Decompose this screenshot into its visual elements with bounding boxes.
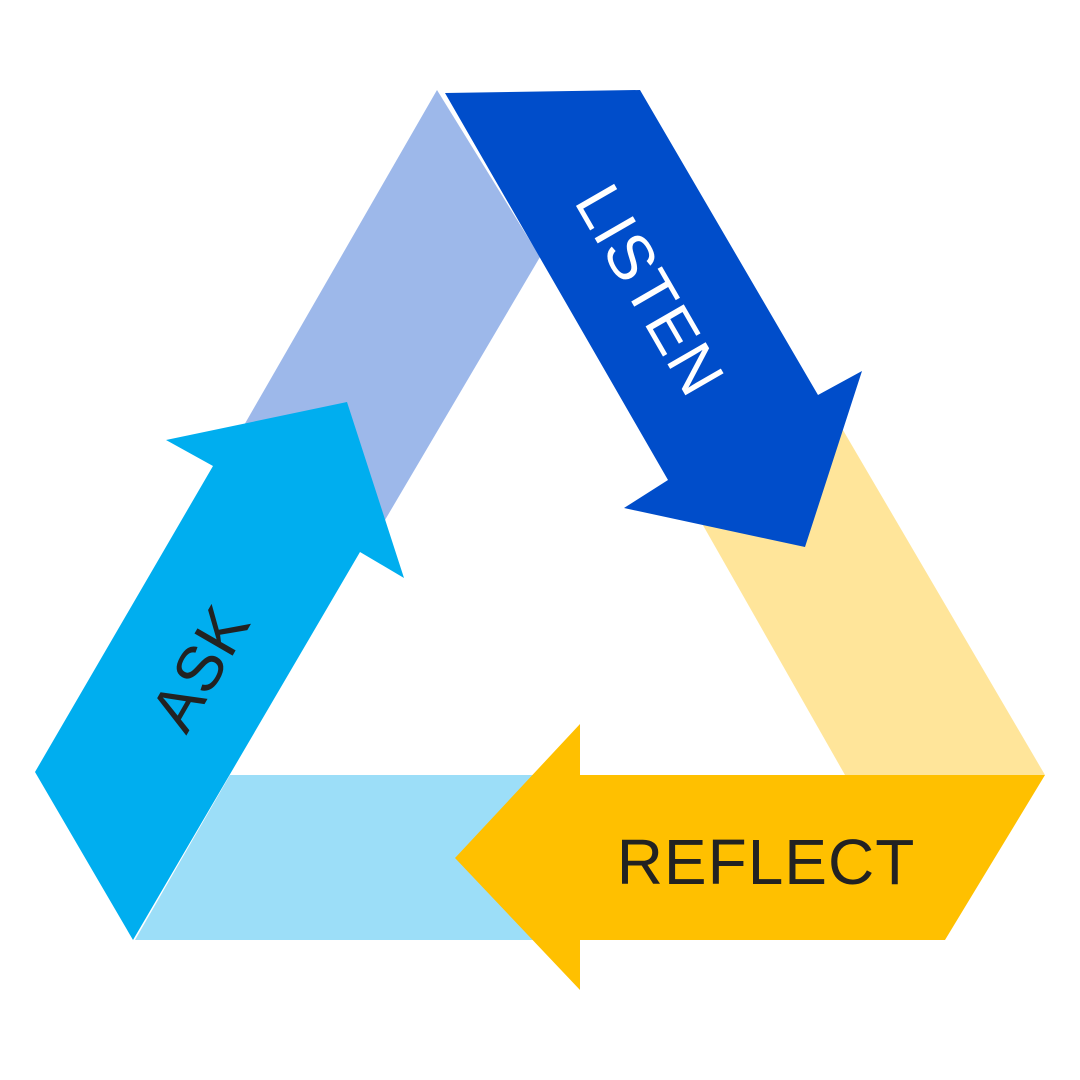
reflect-label: REFLECT [617,826,916,898]
ask-arrow [35,402,404,940]
reflect-arrow [455,724,1045,990]
listen-arrow [445,90,862,547]
bottom-edge-band [135,775,540,940]
